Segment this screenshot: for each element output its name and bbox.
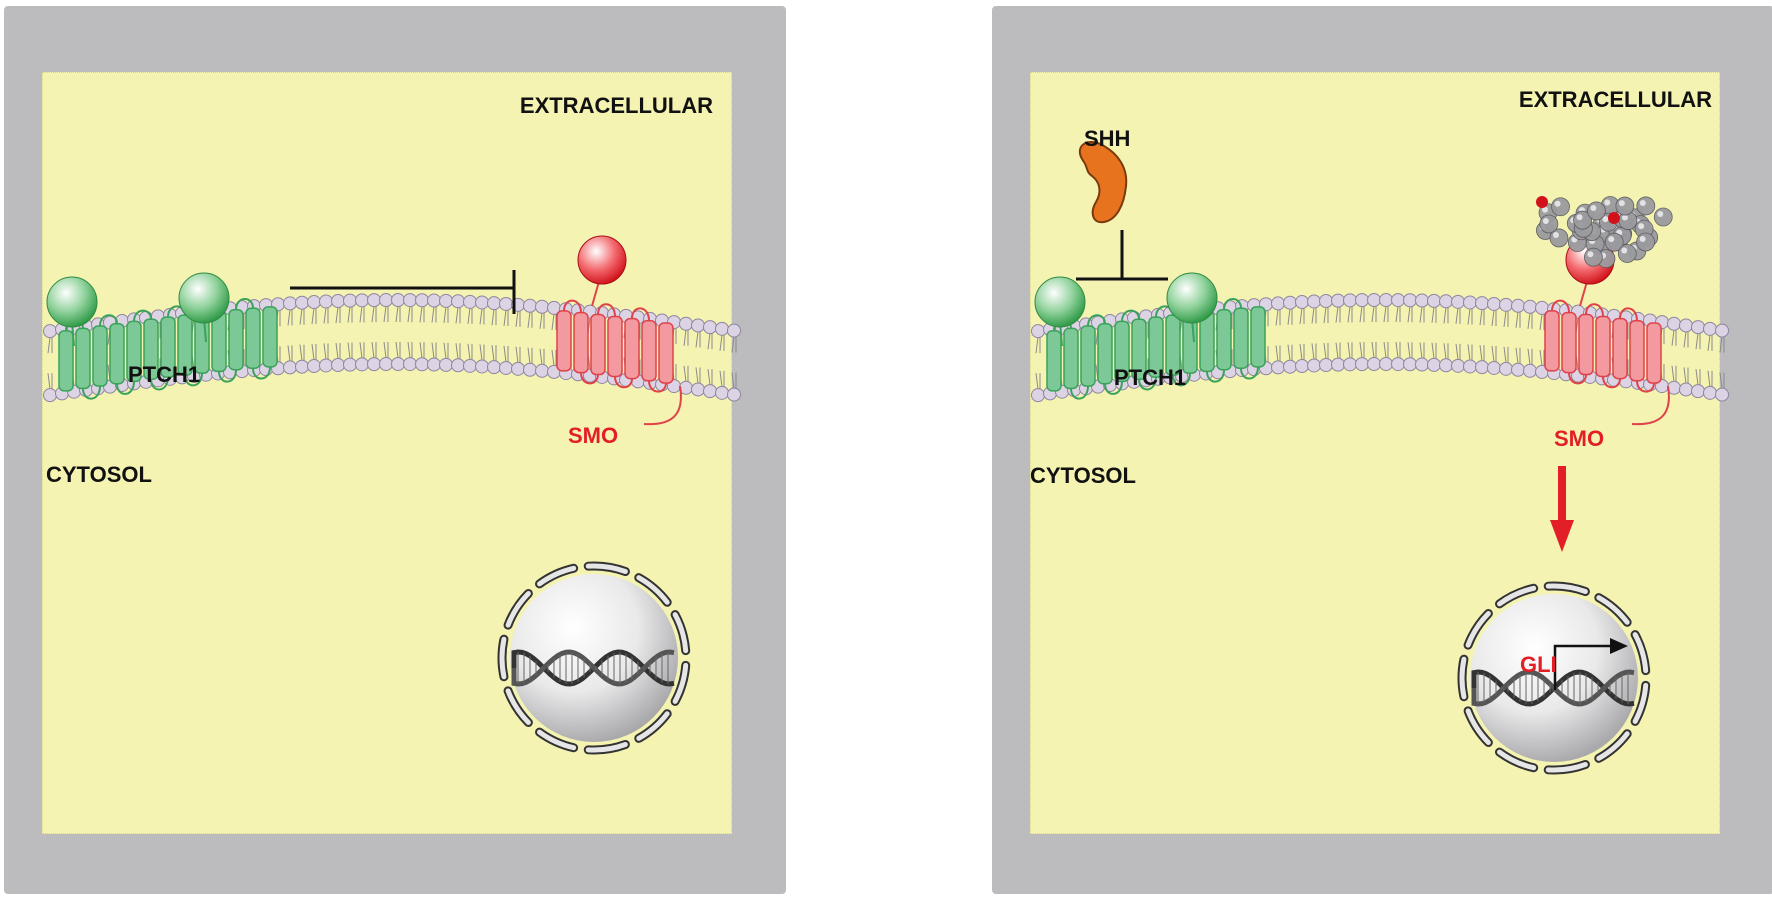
panel-activated: EXTRACELLULAR SHH CYTOSOL PTCH1 SMO GLI xyxy=(992,6,1772,894)
shh-label: SHH xyxy=(1084,126,1130,151)
transcription-arrow-icon xyxy=(1553,638,1628,690)
dna-helix-icon xyxy=(1471,669,1635,707)
ptch1-receptor-icon xyxy=(46,272,278,400)
inhibition-bar-icon xyxy=(290,270,516,314)
gli-label: GLI xyxy=(1520,652,1557,677)
ptch1-label: PTCH1 xyxy=(128,362,200,387)
sterol-molecule-icon xyxy=(1536,196,1673,269)
nucleus-icon xyxy=(497,561,691,755)
ptch1-receptor-icon xyxy=(1034,272,1266,400)
extracellular-label: EXTRACELLULAR xyxy=(1519,87,1712,112)
shh-ligand-icon xyxy=(1078,141,1128,224)
activation-arrow-icon xyxy=(1550,466,1574,552)
extracellular-label: EXTRACELLULAR xyxy=(520,93,713,118)
smo-label: SMO xyxy=(568,423,618,448)
cytosol-label: CYTOSOL xyxy=(46,462,152,487)
scene-basal: EXTRACELLULAR CYTOSOL PTCH1 SMO xyxy=(43,93,741,755)
cytosol-label: CYTOSOL xyxy=(1030,463,1136,488)
smo-receptor-icon xyxy=(556,235,682,426)
ptch1-label: PTCH1 xyxy=(1114,365,1186,390)
panel-basal: EXTRACELLULAR CYTOSOL PTCH1 SMO xyxy=(4,6,786,894)
smo-label: SMO xyxy=(1554,426,1604,451)
inhibition-bar-icon xyxy=(1076,230,1168,281)
scene-activated: EXTRACELLULAR SHH CYTOSOL PTCH1 SMO GLI xyxy=(1030,87,1729,775)
dna-helix-icon xyxy=(511,649,675,687)
